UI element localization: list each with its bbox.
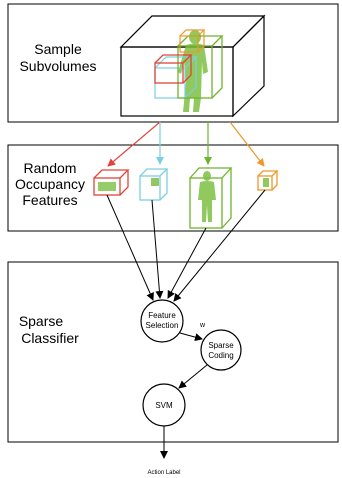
feature-selection-label-line1: Feature	[148, 311, 176, 320]
panel-sparse-classifier: Sparse Classifier	[7, 261, 339, 443]
sparse-coding-label-line1: Sparse	[208, 341, 234, 350]
arrow-feature-cyan	[151, 199, 164, 299]
sparse-coding-label-line2: Coding	[208, 351, 233, 360]
svm-label: SVM	[155, 401, 173, 410]
feature-selection-node: Feature Selection	[140, 299, 184, 343]
arrow-orange	[229, 121, 265, 167]
panel-sample-subvolumes: Sample Subvolumes	[7, 3, 339, 123]
feature-cube-cyan	[139, 168, 169, 201]
panel-title-line2: Classifier	[21, 330, 79, 346]
feature-cube-orange	[257, 170, 279, 191]
feature-selection-label-line2: Selection	[146, 321, 179, 330]
feature-cube-red	[93, 169, 130, 196]
panel-title-line1: Sparse	[19, 313, 64, 329]
human-figure-icon	[198, 171, 216, 222]
arrow-to-svm	[178, 364, 208, 389]
panel-title-line3: Features	[22, 192, 77, 208]
arrow-to-sparse-coding	[179, 332, 203, 342]
panel-random-occupancy-features: Random Occupancy Features	[7, 144, 339, 232]
panel-title-line2: Subvolumes	[19, 58, 96, 74]
action-label-output: Action Label	[147, 470, 180, 476]
subvolume-green	[177, 35, 224, 99]
arrow-feature-orange	[173, 189, 266, 302]
subvolume-red	[154, 54, 193, 84]
arrow-red	[107, 121, 161, 167]
subvolume-orange	[179, 29, 206, 53]
edge-label-w: w	[199, 322, 206, 329]
panel-title-line1: Sample	[34, 41, 82, 57]
panel-title-line1: Random	[24, 160, 77, 176]
sparse-coding-node: Sparse Coding	[200, 329, 242, 371]
svm-node: SVM	[142, 383, 186, 427]
feature-cube-green	[189, 167, 233, 229]
arrow-feature-green	[167, 227, 207, 299]
arrow-feature-red	[106, 194, 154, 301]
panel-title-line2: Occupancy	[15, 176, 85, 192]
